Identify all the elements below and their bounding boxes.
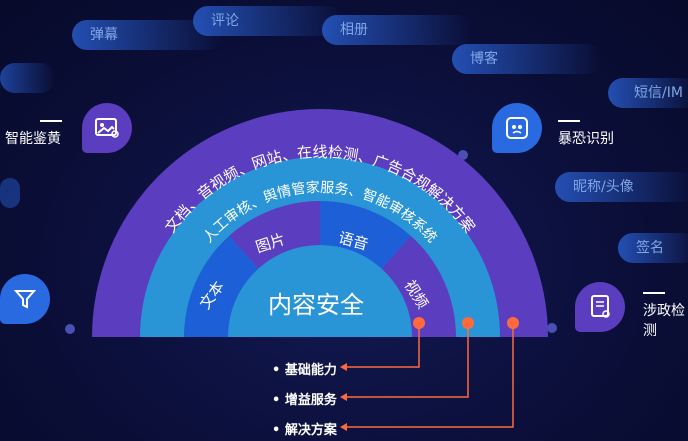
tag-boke: 博客 [452, 44, 602, 74]
center-disc [228, 245, 412, 337]
tag-duanxin: 短信/IM [608, 78, 688, 108]
label-terror: 暴恐识别 [558, 131, 614, 147]
legend-basic: • 基础能力 [272, 363, 337, 378]
tag-left-stub-2 [0, 178, 20, 208]
connector-dot-basic [413, 317, 425, 329]
tag-xiangce: 相册 [322, 15, 472, 45]
arrow-head [340, 363, 347, 371]
decor-dot [65, 324, 75, 334]
legend-basic-text: 基础能力 [284, 363, 337, 378]
legend-solution-text: 解决方案 [284, 423, 337, 438]
decor-dot [547, 323, 557, 333]
tag-pinglun: 评论 [193, 6, 343, 36]
arrow-head [340, 423, 347, 431]
dash [40, 120, 62, 122]
connector-value-added [345, 323, 469, 398]
legend-value-added: • 增益服务 [272, 393, 337, 408]
tag-qianming: 签名 [618, 233, 688, 263]
tag-nicheng: 昵称/头像 [555, 172, 688, 202]
connector-dot-value-added [462, 317, 474, 329]
filter-icon [0, 274, 50, 324]
politics-detect-icon [575, 282, 625, 332]
dash [558, 120, 580, 122]
connector-basic [345, 323, 420, 368]
porn-detect-icon [82, 103, 132, 153]
legend-value-added-text: 增益服务 [284, 393, 337, 408]
dash [643, 292, 665, 294]
tag-left-stub [0, 63, 55, 93]
center-title: 内容安全 [268, 291, 364, 319]
arrow-head [340, 393, 347, 401]
terror-detect-icon [492, 103, 542, 153]
connector-dot-solution [507, 317, 519, 329]
legend-solution: • 解决方案 [272, 423, 337, 438]
label-porn: 智能鉴黄 [5, 131, 61, 147]
connector-solution [345, 323, 514, 428]
label-politics: 涉政检测 [643, 303, 685, 339]
